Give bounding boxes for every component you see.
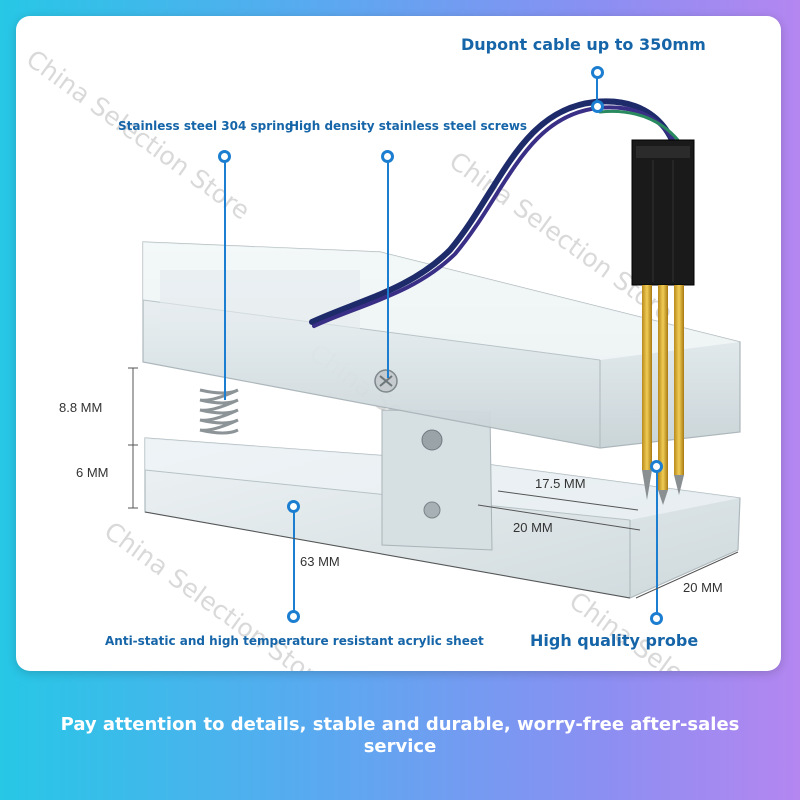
top-acrylic-clamp: [142, 241, 741, 449]
cable-pin: [591, 100, 604, 113]
label-acrylic: Anti-static and high temperature resista…: [105, 634, 484, 648]
acrylic-pin: [287, 500, 300, 513]
dim-probe-depth: 20 MM: [513, 520, 553, 535]
label-probe: High quality probe: [530, 631, 699, 650]
dim-width: 20 MM: [683, 580, 723, 595]
dimension-lines: [128, 367, 739, 599]
probe-pin: [650, 612, 663, 625]
cable-pin: [591, 66, 604, 79]
screw-pin: [381, 150, 394, 163]
gold-probes: [642, 285, 684, 505]
label-spring: Stainless steel 304 spring: [118, 119, 294, 133]
dim-length: 63 MM: [300, 554, 340, 569]
center-block: [381, 409, 493, 551]
footer-slogan: Pay attention to details, stable and dur…: [60, 714, 740, 757]
label-screws: High density stainless steel screws: [289, 119, 528, 133]
screw: [374, 369, 398, 393]
label-dupont-cable: Dupont cable up to 350mm: [461, 35, 706, 54]
dim-base-height: 6 MM: [76, 465, 109, 480]
dim-probe-offset: 17.5 MM: [535, 476, 586, 491]
leader-lines: [224, 72, 658, 616]
dim-gap-height: 8.8 MM: [59, 400, 103, 415]
acrylic-pin: [287, 610, 300, 623]
spring: [199, 388, 239, 435]
spring-pin: [218, 150, 231, 163]
probe-pin: [650, 460, 663, 473]
dupont-connector: [631, 139, 695, 286]
